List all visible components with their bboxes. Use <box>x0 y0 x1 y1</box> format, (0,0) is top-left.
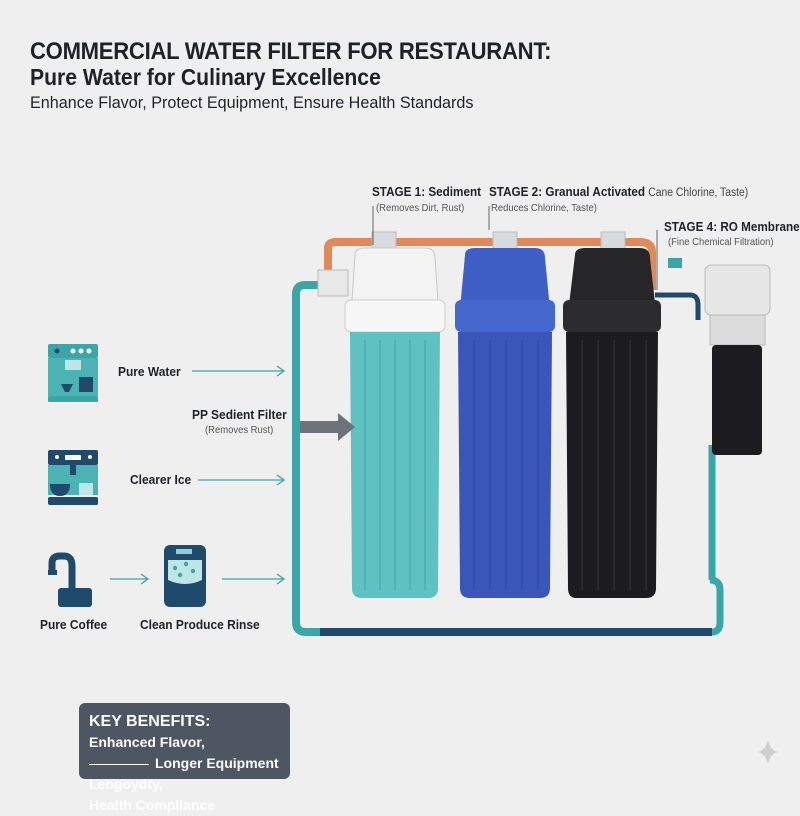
arrow <box>110 573 150 585</box>
sediment-filter-housing <box>344 247 446 598</box>
benefit-item: Health Compliance <box>89 797 216 813</box>
stage4-desc: (Fine Chemical Filtration) <box>668 236 774 248</box>
callout-desc: (Removes Rust) <box>205 424 274 436</box>
stage1-desc: (Removes Dirt, Rust) <box>376 202 465 214</box>
benefits-heading: KEY BENEFITS: <box>89 713 211 730</box>
ro-feed-pipe <box>655 292 701 320</box>
inlet-pipe <box>292 281 330 636</box>
use-label: Pure Water <box>118 364 181 379</box>
carbon-filter-housing <box>455 248 555 598</box>
ro-membrane-unit <box>704 264 771 455</box>
arrow <box>222 573 286 585</box>
page-subtitle: Pure Water for Culinary Excellence <box>30 64 381 90</box>
stage2-desc: Reduces Chlorine, Taste) <box>491 202 597 214</box>
faucet-icon <box>48 552 92 607</box>
use-label: Pure Coffee <box>40 617 108 632</box>
connector <box>668 258 682 268</box>
sparkle-icon <box>758 740 778 764</box>
connector <box>371 231 397 251</box>
stage4-title: STAGE 4: RO Membrane <box>664 219 800 234</box>
stage1-title: STAGE 1: Sediment <box>372 184 482 199</box>
connector <box>600 231 626 251</box>
black-filter-housing <box>563 248 661 598</box>
callout-title: PP Sedient Filter <box>192 407 287 422</box>
connector <box>317 269 349 297</box>
divider <box>89 763 149 765</box>
use-label: Clearer Ice <box>130 472 192 487</box>
connector <box>492 231 518 251</box>
stage2-title: STAGE 2: Granual Activated Cane Chlorine… <box>489 184 748 199</box>
benefit-item: Enhanced Flavor, <box>89 734 205 750</box>
benefit-item: Longer Equipment Lengoydty, <box>89 755 279 792</box>
ice-machine-icon <box>164 545 206 607</box>
page-title: COMMERCIAL WATER FILTER FOR RESTAURANT: <box>30 38 552 65</box>
use-label: Clean Produce Rinse <box>140 617 260 632</box>
key-benefits-panel: KEY BENEFITS: Enhanced Flavor, Longer Eq… <box>79 703 290 813</box>
ro-return-pipe <box>708 445 724 636</box>
callout-arrow <box>300 413 355 441</box>
top-orange-pipe <box>324 238 656 295</box>
coffee-machine-icon <box>48 450 98 505</box>
stage2-extra: Cane Chlorine, Taste) <box>648 187 749 199</box>
arrow <box>198 474 286 486</box>
espresso-machine-icon <box>48 344 98 402</box>
stage2-title-text: STAGE 2: Granual Activated <box>489 184 646 199</box>
tagline: Enhance Flavor, Protect Equipment, Ensur… <box>30 93 474 112</box>
arrow <box>192 365 286 377</box>
